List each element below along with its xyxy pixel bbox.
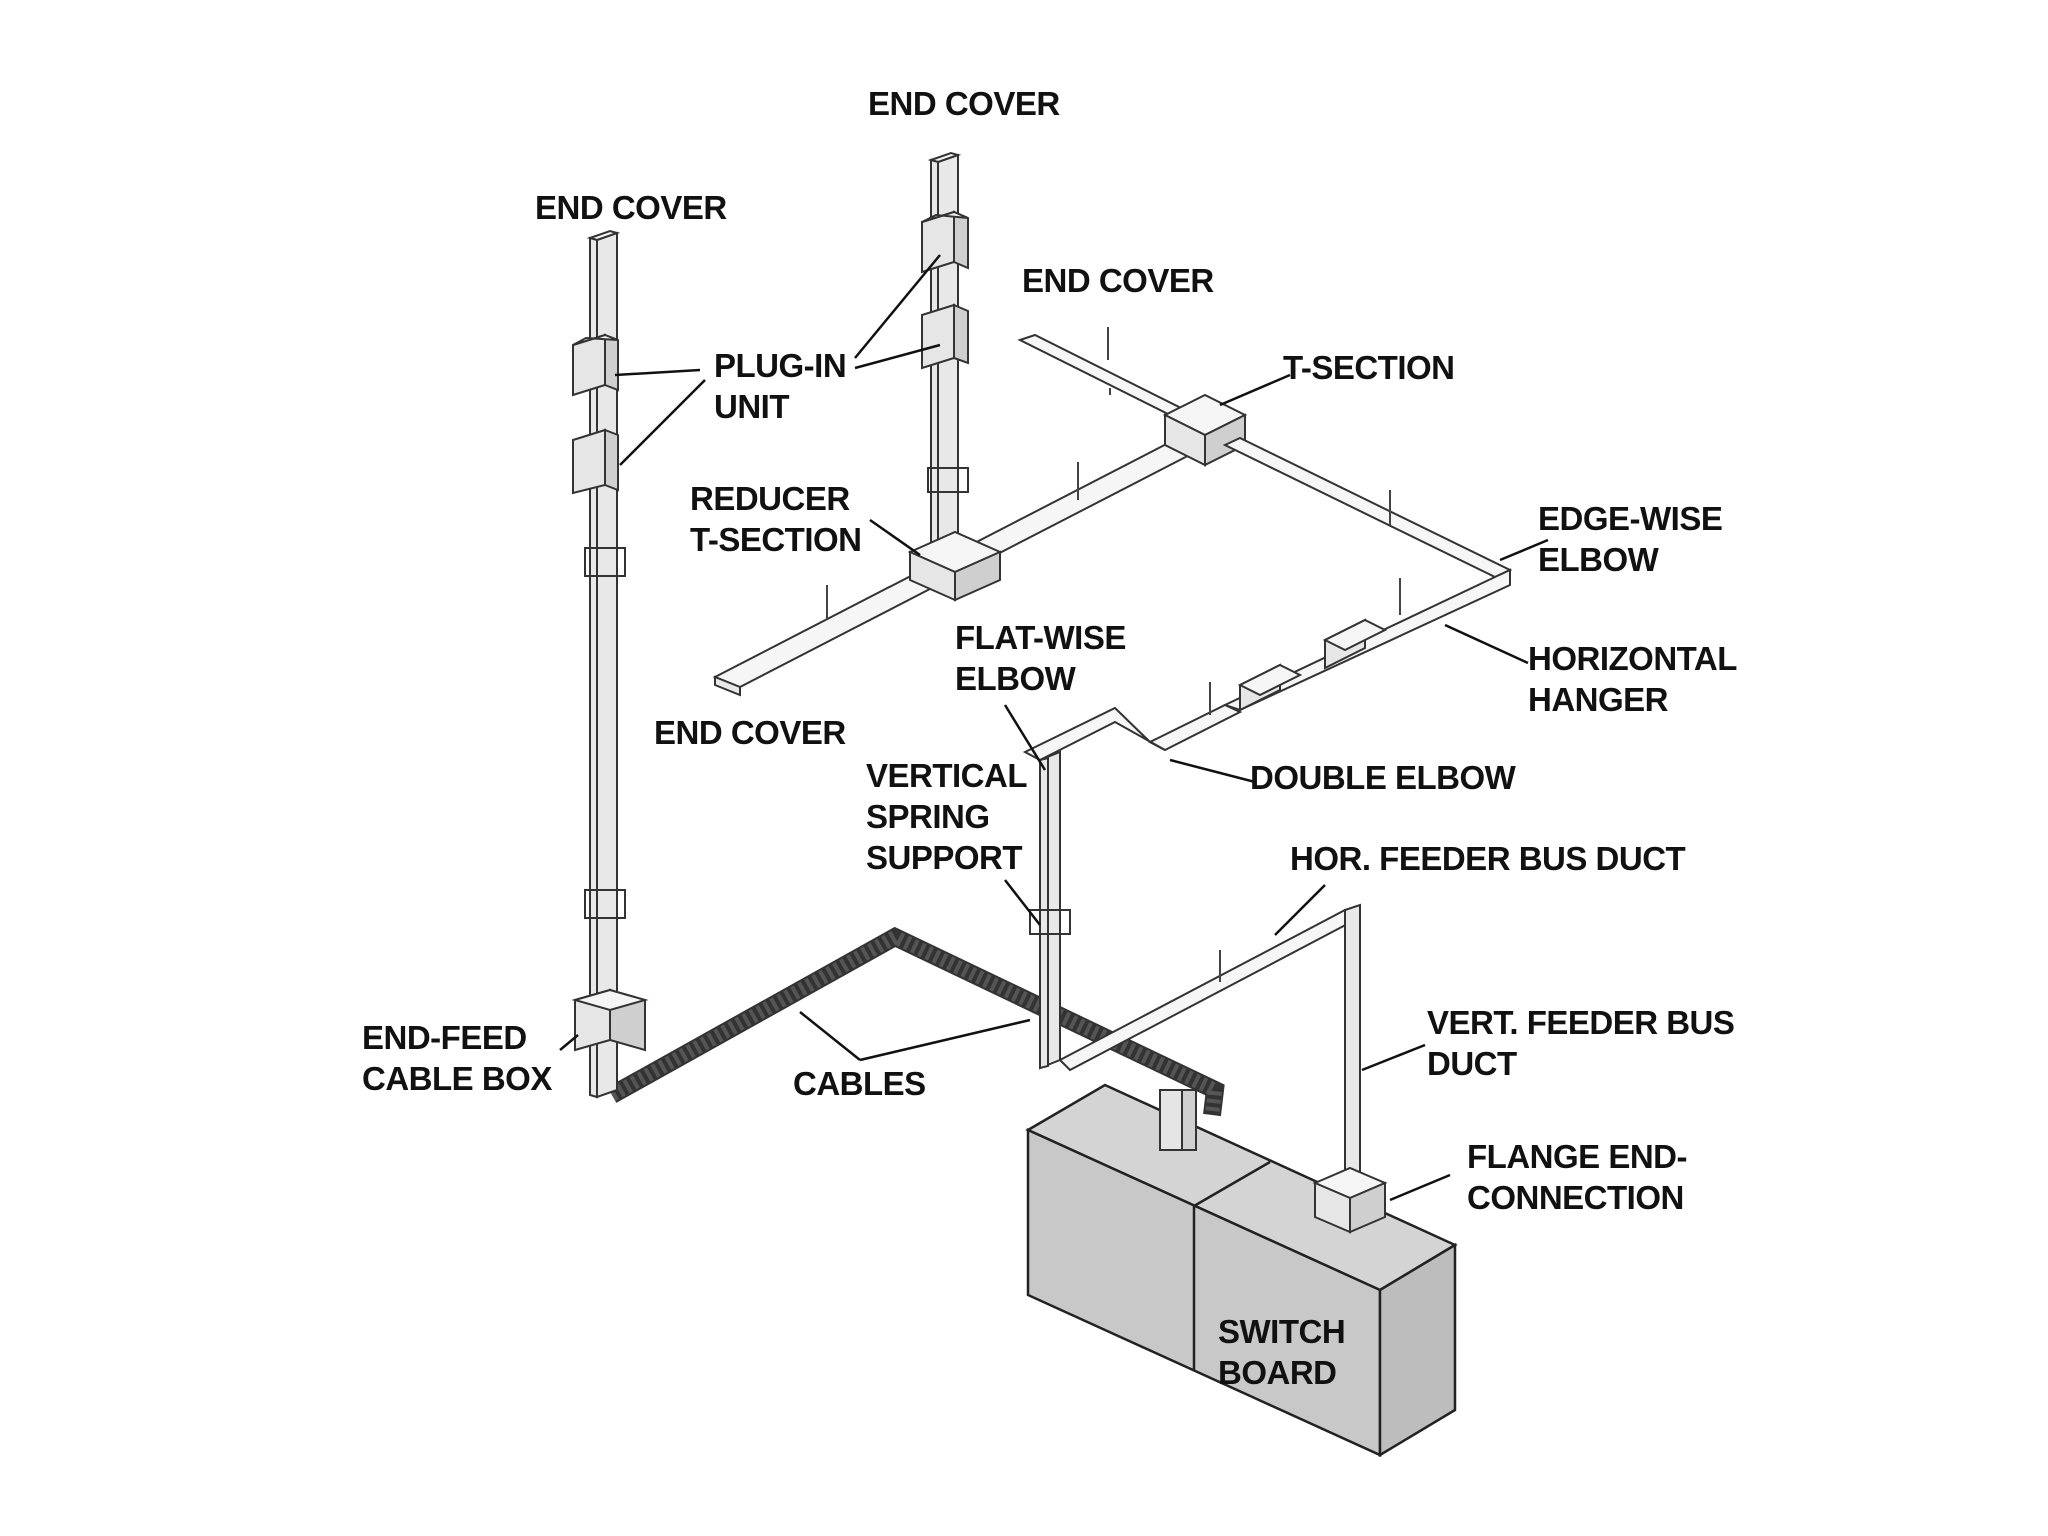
end-feed-cable-box-label-line1: END-FEED [362, 1019, 527, 1056]
switch-board-label-line1: SWITCH [1218, 1313, 1346, 1350]
center-vertical-riser [921, 151, 969, 569]
end-cover-label-top: END COVER [868, 85, 1060, 122]
flat-wise-elbow-label-line1: FLAT-WISE [955, 619, 1126, 656]
plug-in-unit-label-line1: PLUG-IN [714, 347, 847, 384]
reducer-t-section-label-line2: T-SECTION [690, 521, 862, 558]
hangers [826, 327, 1401, 982]
vert-feeder-bus-duct-label-line1: VERT. FEEDER BUS [1427, 1004, 1735, 1041]
t-section-label: T-SECTION [1283, 349, 1455, 386]
leader-lines [559, 254, 1549, 1202]
vertical-spring-support-label-line2: SPRING [866, 798, 990, 835]
vertical-spring-support-label-line3: SUPPORT [866, 839, 1023, 876]
reducer-t-section-label-line1: REDUCER [690, 480, 850, 517]
end-cover-label-bottom: END COVER [654, 714, 846, 751]
plug-in-unit-label-line2: UNIT [714, 388, 790, 425]
switch-board-label-line2: BOARD [1218, 1354, 1337, 1391]
end-cover-label-right: END COVER [1022, 262, 1214, 299]
end-cover-label-left: END COVER [535, 189, 727, 226]
edge-wise-elbow-label-line1: EDGE-WISE [1538, 500, 1723, 537]
upper-horizontal-run [712, 435, 1208, 697]
vert-feeder-bus-duct-label-line2: DUCT [1427, 1045, 1517, 1082]
hor-feeder-bus-duct [1058, 903, 1388, 1234]
right-run [1222, 436, 1513, 712]
vertical-spring-support-label-line1: VERTICAL [866, 757, 1028, 794]
edge-wise-elbow-label-line2: ELBOW [1538, 541, 1659, 578]
double-elbow-run [1022, 703, 1243, 1070]
back-run [1017, 333, 1248, 467]
left-vertical-riser [571, 229, 649, 1099]
flange-end-connection-label-line2: CONNECTION [1467, 1179, 1684, 1216]
switch-board [1025, 1083, 1458, 1458]
horizontal-hanger-label-line2: HANGER [1528, 681, 1669, 718]
cables-label: CABLES [793, 1065, 926, 1102]
hor-feeder-bus-duct-label: HOR. FEEDER BUS DUCT [1290, 840, 1686, 877]
flat-wise-elbow-label-line2: ELBOW [955, 660, 1076, 697]
double-elbow-label: DOUBLE ELBOW [1250, 759, 1516, 796]
flange-end-connection-label-line1: FLANGE END- [1467, 1138, 1688, 1175]
horizontal-hanger-label-line1: HORIZONTAL [1528, 640, 1737, 677]
end-feed-cable-box-label-line2: CABLE BOX [362, 1060, 552, 1097]
